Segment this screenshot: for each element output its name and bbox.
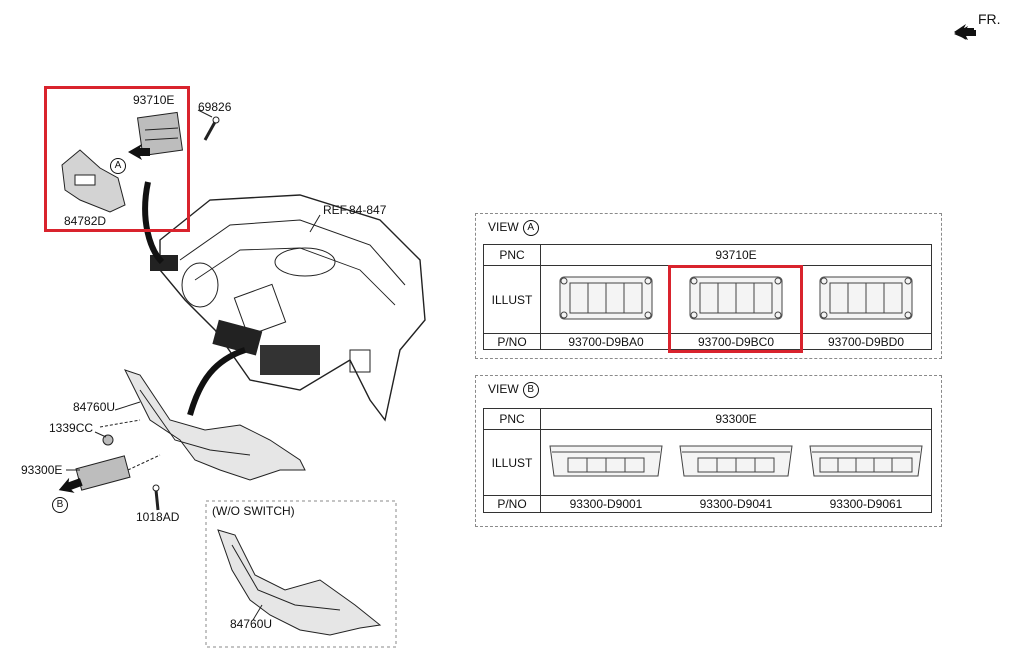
lower-panel-84760u — [124, 369, 306, 481]
view-a-pno-3: 93700-D9BD0 — [800, 333, 932, 350]
view-b-illust-2 — [671, 429, 801, 496]
view-a-illust-3 — [800, 265, 932, 334]
switch-93710e — [136, 111, 184, 157]
callout-1339cc: 1339CC — [49, 421, 94, 435]
view-a-highlight-box — [44, 86, 190, 232]
view-a-marker: A — [110, 158, 126, 174]
callout-84760u: 84760U — [73, 400, 116, 414]
view-b-illust-1 — [540, 429, 671, 496]
view-b-pno-3: 93300-D9061 — [800, 495, 932, 513]
view-b-pnc-value: 93300E — [540, 408, 932, 430]
callout-93300e: 93300E — [21, 463, 63, 477]
callout-view-b-marker: B — [52, 497, 68, 513]
view-a-illust-2 — [671, 265, 801, 334]
switch-illust-bc0 — [689, 276, 783, 320]
view-a-illust-1 — [540, 265, 672, 334]
front-arrow-icon — [954, 24, 976, 40]
switch-illust-9061 — [809, 445, 923, 477]
view-a-pno-1: 93700-D9BA0 — [540, 333, 672, 350]
lower-panel-no-switch — [217, 529, 382, 636]
view-a-table: PNC 93710E ILLUST — [483, 244, 932, 350]
callout-84782d: 84782D — [64, 214, 107, 228]
view-a-panel — [475, 213, 942, 359]
view-b-table: PNC 93300E ILLUST — [483, 408, 932, 513]
view-b-pno-label: P/NO — [483, 495, 541, 513]
view-b-pno-2: 93300-D9041 — [671, 495, 801, 513]
switch-illust-ba0 — [559, 276, 653, 320]
view-b-illust-label: ILLUST — [483, 429, 541, 496]
switch-illust-bd0 — [819, 276, 913, 320]
view-b-pno-1: 93300-D9001 — [540, 495, 671, 513]
view-b-illust-3 — [800, 429, 932, 496]
callout-ref: REF.84-847 — [323, 203, 387, 217]
selected-part-highlight — [668, 265, 803, 353]
callout-wo-switch: (W/O SWITCH) — [212, 504, 295, 518]
view-b-title-marker: B — [522, 382, 539, 398]
view-b-pnc-label: PNC — [483, 408, 541, 430]
callout-69826: 69826 — [198, 100, 232, 114]
view-a-pno-label: P/NO — [483, 333, 541, 350]
view-a-pno-2: 93700-D9BC0 — [671, 333, 801, 350]
switch-illust-9041 — [679, 445, 793, 477]
front-label: FR. — [978, 11, 1001, 27]
switch-93300e — [75, 455, 131, 491]
callout-93710e: 93710E — [133, 93, 175, 107]
view-b-marker: B — [52, 497, 68, 513]
callout-84760u-b: 84760U — [230, 617, 273, 631]
callout-view-a-marker: A — [110, 158, 126, 174]
crash-pad-inner — [179, 219, 406, 286]
callout-1018ad: 1018AD — [136, 510, 180, 524]
crash-pad-outline — [159, 194, 426, 422]
front-direction-indicator: FR. — [952, 10, 1012, 40]
view-a-pnc-value: 93710E — [540, 244, 932, 266]
view-a-title-marker: A — [522, 220, 539, 236]
view-a-pnc-label: PNC — [483, 244, 541, 266]
switch-illust-9001 — [549, 445, 663, 477]
view-a-illust-label: ILLUST — [483, 265, 541, 334]
view-b-panel — [475, 375, 942, 527]
